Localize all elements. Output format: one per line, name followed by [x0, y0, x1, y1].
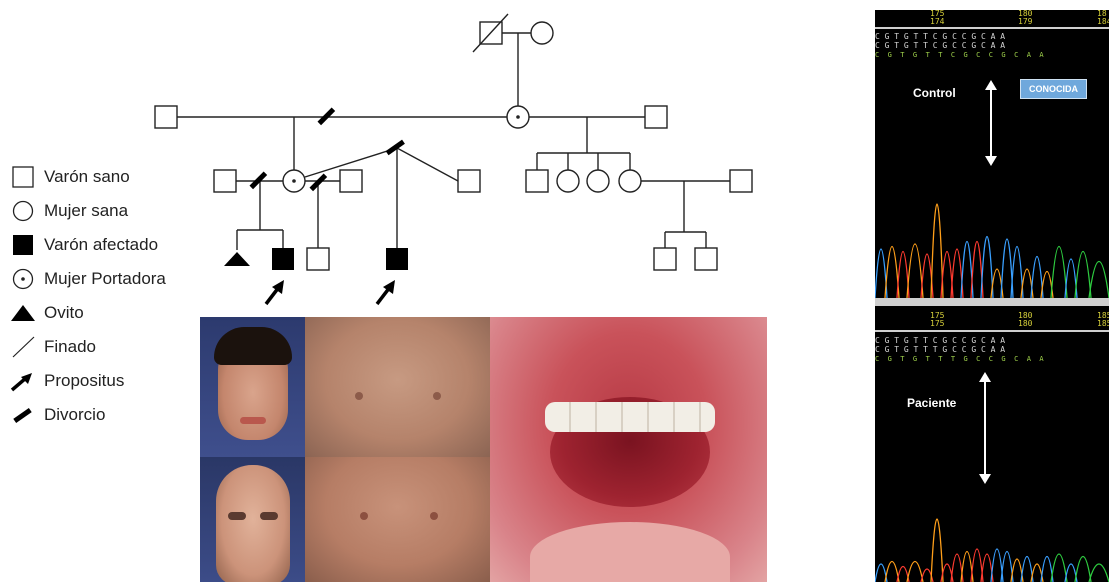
divorce-mark-3: [386, 140, 405, 156]
legend-label: Mujer Portadora: [44, 269, 166, 289]
gen2-male-left: [155, 106, 177, 128]
ovito-triangle: [224, 252, 250, 266]
chromatogram-control: [875, 10, 1109, 298]
gen3-partner-1: [214, 170, 236, 192]
filled-square-icon: [8, 232, 38, 258]
patient-chest-photo-2: [305, 457, 490, 582]
arrow-icon: [8, 368, 38, 394]
divorce-mark-icon: [8, 402, 38, 428]
legend-label: Propositus: [44, 371, 124, 391]
gen3-partner-2: [340, 170, 362, 192]
gen3-male-partner-right: [730, 170, 752, 192]
legend-item: Varón afectado: [8, 232, 158, 258]
gen3-female-sib2: [587, 170, 609, 192]
legend-item: Mujer sana: [8, 198, 128, 224]
affected-male-1: [272, 248, 294, 270]
patient-chest-photo-1: [305, 317, 490, 457]
legend-label: Varón sano: [44, 167, 130, 187]
oral-cavity-photo: [490, 317, 767, 582]
sequence-panel-patient: 175 175 180 180 185 185 C G T G T T C G …: [875, 306, 1109, 582]
gen4-male-right-2: [695, 248, 717, 270]
legend-item: Varón sano: [8, 164, 130, 190]
gen3-male-right-sib: [526, 170, 548, 192]
legend-item: Ovito: [8, 300, 84, 326]
sequence-panel-control: 175 174 180 179 18 184 C G T G T T C G C…: [875, 10, 1109, 298]
gen3-female-sib3: [619, 170, 641, 192]
legend-label: Ovito: [44, 303, 84, 323]
gen4-male-right-1: [654, 248, 676, 270]
chromatogram-patient: [875, 306, 1109, 582]
legend-label: Varón afectado: [44, 235, 158, 255]
diagonal-line-icon: [8, 334, 38, 360]
patient-face-photo-1: [200, 317, 305, 457]
legend-item: Finado: [8, 334, 96, 360]
legend-item: Propositus: [8, 368, 124, 394]
gen2-male-right: [645, 106, 667, 128]
gen1-female: [531, 22, 553, 44]
triangle-icon: [8, 300, 38, 326]
propositus-arrows: [266, 280, 395, 304]
legend-label: Divorcio: [44, 405, 105, 425]
patient-face-photo-2: [200, 457, 305, 582]
affected-male-2: [386, 248, 408, 270]
pedigree-diagram: [0, 0, 800, 310]
legend-label: Finado: [44, 337, 96, 357]
circle-icon: [8, 198, 38, 224]
panel-divider: [875, 298, 1109, 306]
legend-item: Divorcio: [8, 402, 105, 428]
dotted-circle-icon: [8, 266, 38, 292]
gen3-female-sib1: [557, 170, 579, 192]
gen3-partner-3: [458, 170, 480, 192]
legend-item: Mujer Portadora: [8, 266, 166, 292]
gen4-healthy-male: [307, 248, 329, 270]
square-icon: [8, 164, 38, 190]
legend-label: Mujer sana: [44, 201, 128, 221]
